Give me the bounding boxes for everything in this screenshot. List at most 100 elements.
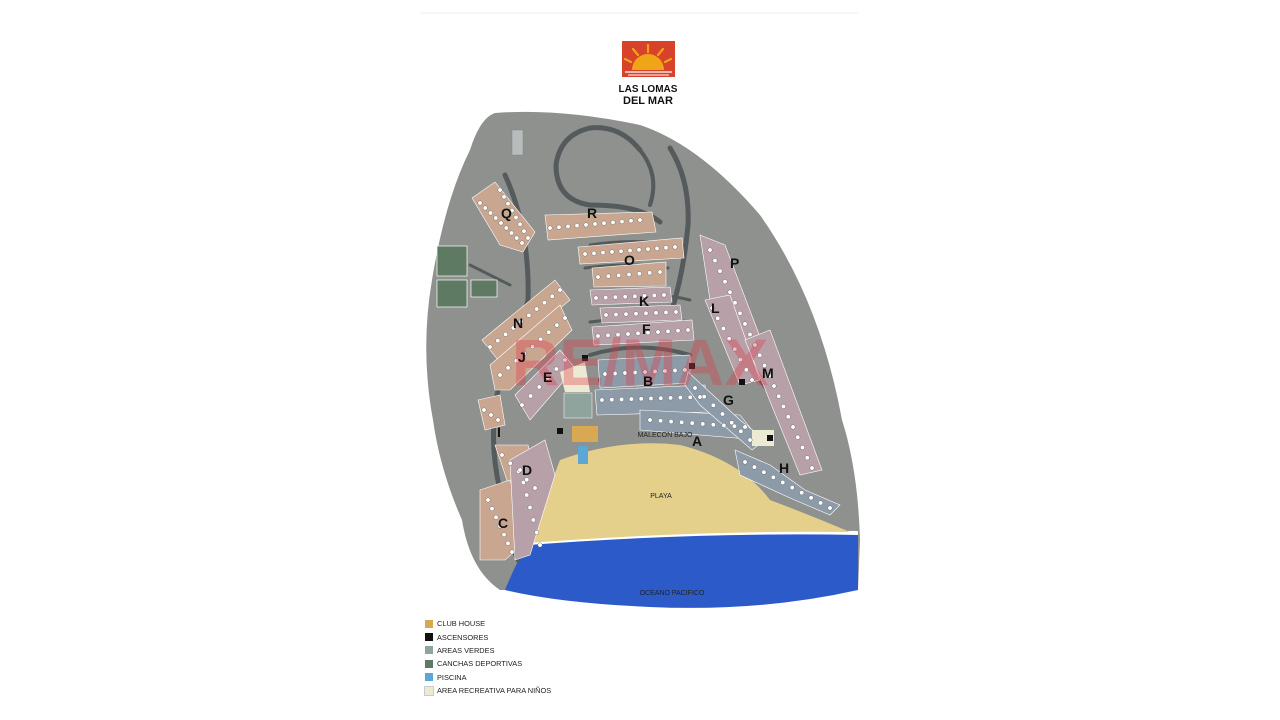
sector-label-h: H: [779, 460, 789, 476]
lot-dot: [742, 321, 748, 327]
lot-dot: [645, 246, 651, 252]
lot-dot: [636, 247, 642, 253]
lot-dot: [710, 422, 716, 428]
lot-dot: [514, 235, 520, 241]
watermark: RE/MAX: [512, 325, 769, 399]
lot-dot: [653, 310, 659, 316]
lot-dot: [780, 480, 786, 485]
sector-label-f: F: [642, 321, 651, 337]
sector-label-k: K: [639, 293, 649, 309]
legend-label: AREA RECREATIVA PARA NIÑOS: [437, 686, 552, 696]
lot-dot: [642, 369, 648, 375]
lot-dot: [655, 329, 661, 335]
lot-dot: [507, 460, 513, 466]
lot-dot: [682, 367, 688, 373]
lot-dot: [672, 368, 678, 373]
lot-dot: [546, 329, 552, 335]
lot-dot: [689, 420, 695, 426]
lot-dot: [482, 205, 488, 211]
lot-dot: [742, 424, 748, 430]
sector-label-b: B: [643, 373, 653, 389]
lot-dot: [647, 417, 653, 423]
beach: [528, 443, 850, 543]
lot-dot: [710, 402, 716, 408]
lot-dot: [497, 523, 503, 529]
lot-dot: [610, 219, 616, 225]
lot-dot: [542, 300, 547, 306]
lot-dot: [495, 417, 501, 423]
lot-dot: [732, 346, 738, 352]
lot-dot: [497, 372, 503, 378]
legend-item-club-house: CLUB HOUSE: [425, 617, 551, 630]
green-area: [563, 392, 593, 419]
lot-dot: [488, 210, 493, 216]
sector-label-o: O: [624, 252, 635, 268]
lot-dot: [648, 396, 654, 401]
lot-dot: [747, 332, 753, 337]
lot-dot: [549, 293, 555, 299]
lot-dot: [685, 327, 691, 333]
lot-dot: [519, 402, 525, 408]
sector-label-c: C: [498, 515, 508, 531]
lot-dot: [534, 306, 540, 312]
lot-dot: [627, 248, 633, 253]
lot-dot: [752, 342, 758, 348]
lot-dot: [530, 517, 536, 523]
lot-dot: [497, 187, 503, 193]
lot-dot: [747, 437, 753, 443]
club-house: [572, 426, 598, 442]
lot-dot: [520, 480, 526, 485]
lot-dot: [661, 292, 667, 298]
lot-dot: [495, 338, 501, 344]
lot-dot: [679, 419, 685, 425]
lot-dot: [722, 279, 728, 285]
lot-dot: [717, 268, 723, 274]
lot-dot: [583, 222, 589, 228]
legend-item-ascensores: ASCENSORES: [425, 630, 551, 643]
lot-dot: [720, 411, 725, 417]
lot-dot: [562, 315, 568, 321]
lot-dot: [521, 228, 527, 234]
legend-swatch: [425, 619, 433, 628]
lot-dot: [642, 293, 647, 299]
lot-dot: [799, 490, 805, 496]
lot-dot: [789, 485, 795, 490]
lot-dot: [701, 394, 707, 400]
sector-label-i: I: [497, 424, 501, 440]
sports-courts: [436, 245, 498, 308]
lot-dot: [513, 358, 519, 364]
lot-dot: [742, 459, 748, 465]
lot-dot: [757, 352, 763, 358]
lot-dot: [637, 217, 643, 223]
lot-dot: [613, 294, 618, 300]
lot-dot: [766, 373, 772, 379]
lot-dot: [595, 274, 601, 280]
lot-dot: [509, 230, 514, 236]
lot-dot: [505, 365, 511, 371]
lot-dot: [738, 357, 743, 362]
lot-dot: [827, 505, 833, 511]
legend-label: PISCINA: [437, 672, 467, 682]
lot-dot: [729, 420, 735, 426]
lot-dot: [536, 384, 542, 390]
beach-label: PLAYA: [650, 493, 672, 500]
lot-dot: [513, 215, 519, 220]
lot-dot: [668, 419, 674, 424]
lot-dot: [582, 251, 588, 257]
lot-dot: [707, 247, 713, 253]
lot-dot: [517, 221, 523, 227]
legend-item-areas-verdes: AREAS VERDES: [425, 644, 551, 657]
legend-label: CANCHAS DEPORTIVAS: [437, 659, 523, 669]
lot-dot: [554, 322, 560, 328]
sector-label-e: E: [543, 369, 552, 385]
lot-dot: [593, 295, 599, 301]
lot-dot: [488, 412, 494, 418]
lot-dot: [609, 249, 615, 255]
lot-dot: [519, 240, 525, 246]
lot-dot: [643, 310, 649, 316]
lot-dot: [603, 295, 609, 300]
lot-dot: [712, 258, 718, 263]
lot-dot: [547, 225, 553, 231]
lot-dot: [657, 269, 663, 275]
